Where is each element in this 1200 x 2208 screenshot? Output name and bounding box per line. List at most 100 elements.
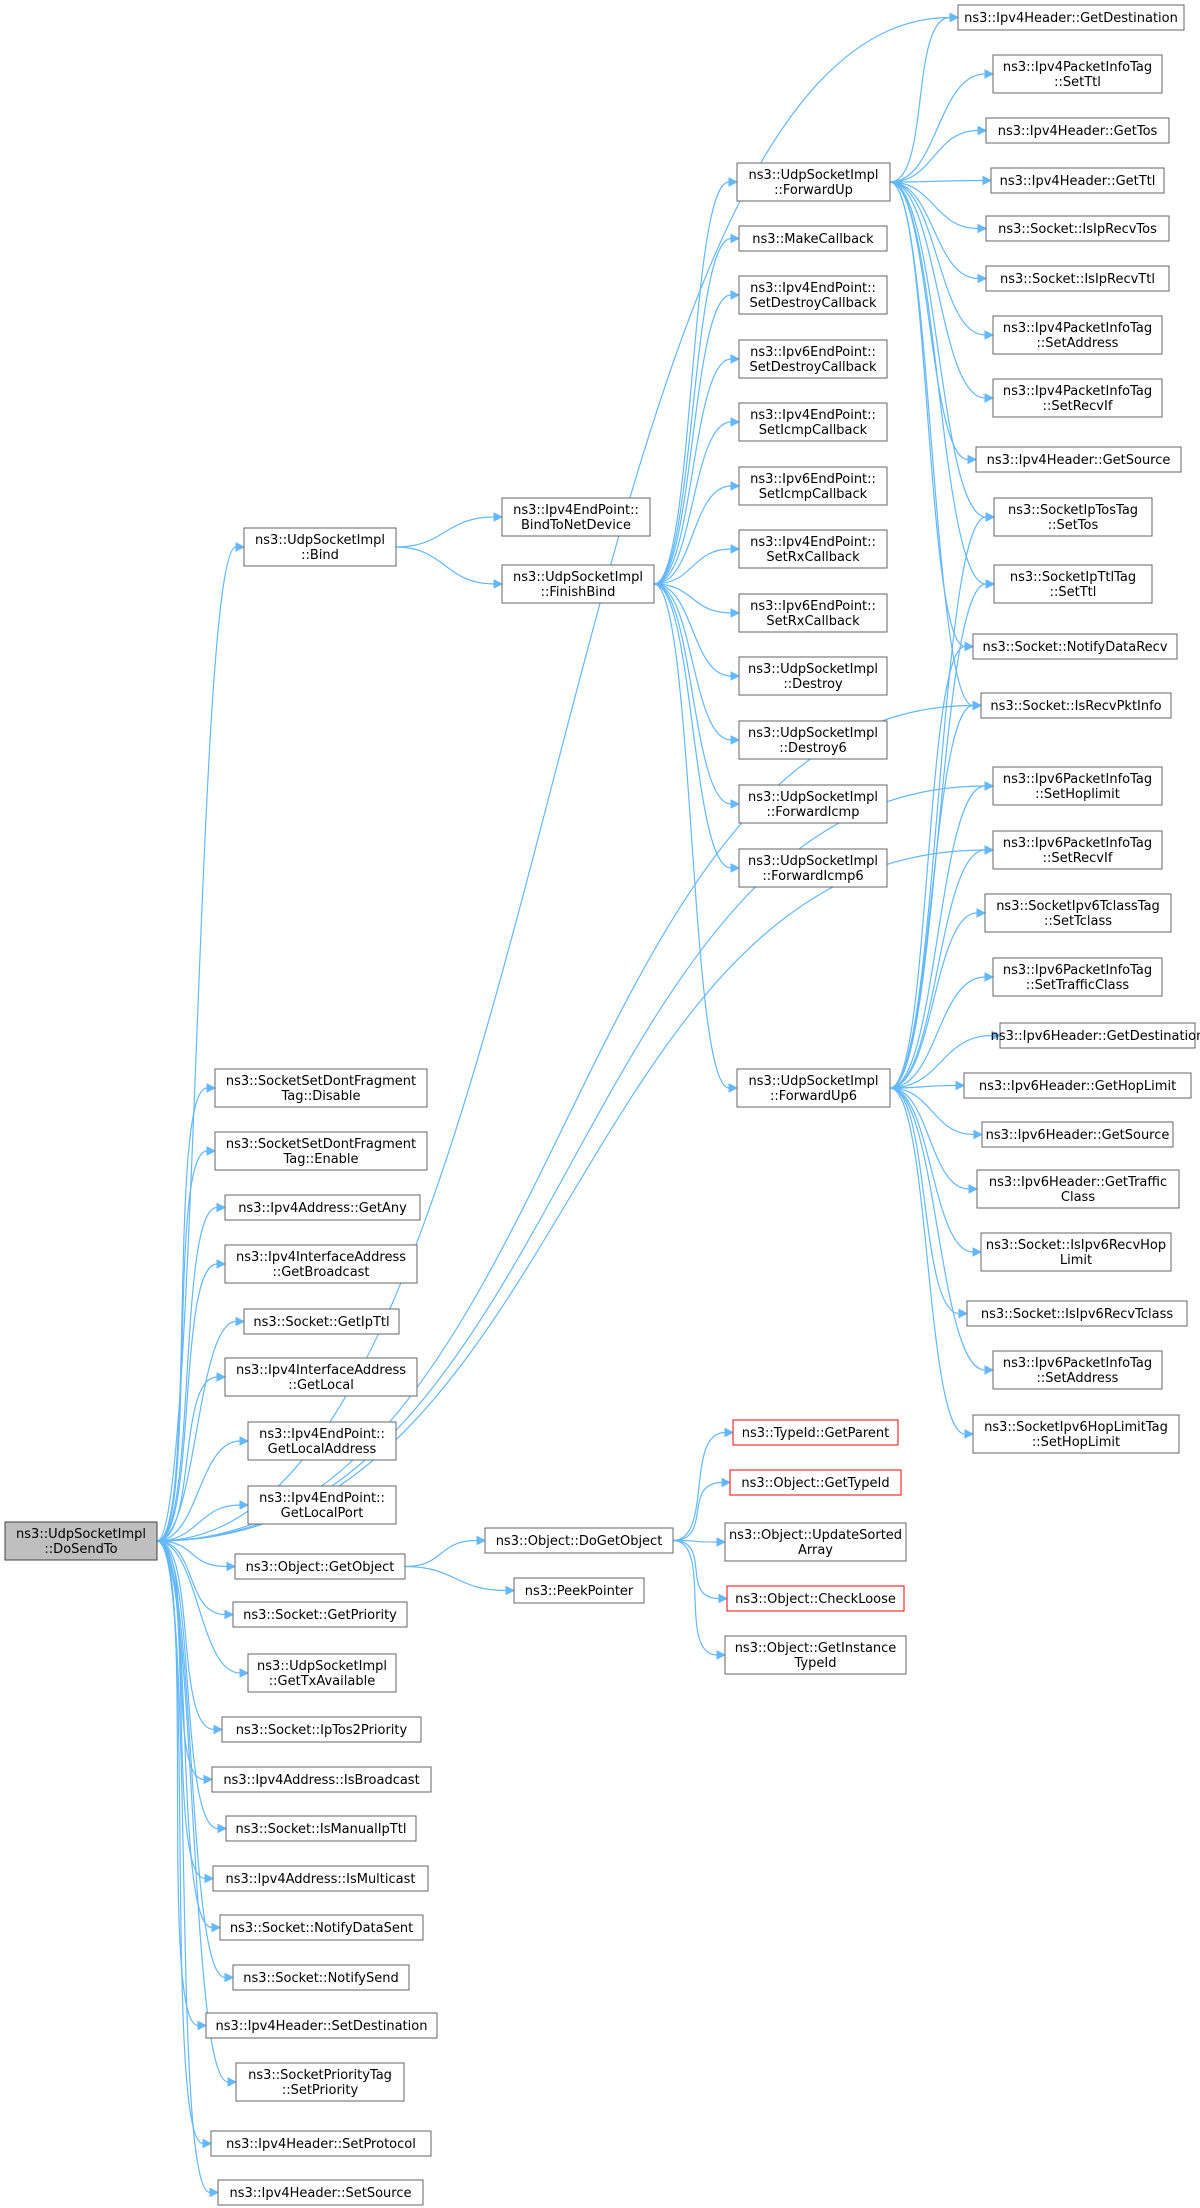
node-makecallback[interactable]: ns3::MakeCallback <box>738 225 888 252</box>
node-sock_notifysend[interactable]: ns3::Socket::NotifySend <box>232 1964 410 1991</box>
node-box[interactable] <box>966 1300 1188 1327</box>
node-box[interactable] <box>963 1072 1192 1099</box>
node-typeid_getparent[interactable]: ns3::TypeId::GetParent <box>732 1419 899 1446</box>
node-box[interactable] <box>247 1653 397 1693</box>
node-box[interactable] <box>976 1169 1180 1209</box>
node-finishbind[interactable]: ns3::UdpSocketImpl::FinishBind <box>501 564 655 604</box>
node-box[interactable] <box>972 1414 1180 1454</box>
node-ipv4pit_setttl[interactable]: ns3::Ipv4PacketInfoTag::SetTtl <box>992 54 1163 94</box>
node-ipv6ep_seticmp[interactable]: ns3::Ipv6EndPoint::SetIcmpCallback <box>738 466 888 506</box>
node-box[interactable] <box>992 957 1163 997</box>
node-ipv6pit_settrafficclass[interactable]: ns3::Ipv6PacketInfoTag::SetTrafficClass <box>992 957 1163 997</box>
node-siptostag_settos[interactable]: ns3::SocketIpTosTag::SetTos <box>993 497 1153 537</box>
node-box[interactable] <box>738 466 888 506</box>
node-box[interactable] <box>738 784 888 824</box>
node-box[interactable] <box>225 1815 417 1842</box>
node-box[interactable] <box>992 766 1163 806</box>
node-ipv4h_getsource[interactable]: ns3::Ipv4Header::GetSource <box>975 446 1182 473</box>
node-box[interactable] <box>247 1485 397 1525</box>
node-ipv4pit_setaddress[interactable]: ns3::Ipv4PacketInfoTag::SetAddress <box>992 315 1163 355</box>
node-ipv4h_setsource[interactable]: ns3::Ipv4Header::SetSource <box>217 2179 424 2206</box>
node-ipv4h_setdestination[interactable]: ns3::Ipv4Header::SetDestination <box>205 2012 438 2039</box>
node-box[interactable] <box>235 2062 405 2102</box>
node-sock_notifydatarecv[interactable]: ns3::Socket::NotifyDataRecv <box>972 633 1178 660</box>
node-sock_getipttl[interactable]: ns3::Socket::GetIpTtl <box>243 1308 400 1335</box>
node-box[interactable] <box>993 497 1153 537</box>
node-sock_isrecvpktinfo[interactable]: ns3::Socket::IsRecvPktInfo <box>980 692 1172 719</box>
node-box[interactable] <box>4 1521 158 1561</box>
node-box[interactable] <box>234 1553 406 1580</box>
node-box[interactable] <box>993 564 1153 604</box>
node-forwardicmp6[interactable]: ns3::UdpSocketImpl::ForwardIcmp6 <box>738 848 888 888</box>
node-box[interactable] <box>732 1419 899 1446</box>
node-box[interactable] <box>219 1914 424 1941</box>
node-ipv4addr_getany[interactable]: ns3::Ipv4Address::GetAny <box>224 1194 421 1221</box>
node-sock_ismanualipttl[interactable]: ns3::Socket::IsManualIpTtl <box>225 1815 417 1842</box>
node-box[interactable] <box>992 54 1163 94</box>
node-ipv4ep_setrx[interactable]: ns3::Ipv4EndPoint::SetRxCallback <box>738 529 888 569</box>
node-box[interactable] <box>224 1194 421 1221</box>
node-box[interactable] <box>992 830 1163 870</box>
node-ipv6pit_setrecvif[interactable]: ns3::Ipv6PacketInfoTag::SetRecvIf <box>992 830 1163 870</box>
node-box[interactable] <box>484 1527 674 1554</box>
node-ipv6h_getdest[interactable]: ns3::Ipv6Header::GetDestination <box>991 1022 1200 1049</box>
node-destroy6[interactable]: ns3::UdpSocketImpl::Destroy6 <box>738 720 888 760</box>
node-box[interactable] <box>738 339 888 379</box>
node-ipv4h_setprotocol[interactable]: ns3::Ipv4Header::SetProtocol <box>210 2130 432 2157</box>
node-box[interactable] <box>736 1068 891 1108</box>
node-box[interactable] <box>217 2179 424 2206</box>
node-box[interactable] <box>224 1244 418 1284</box>
node-box[interactable] <box>501 497 651 537</box>
node-ipv6ep_setdestroy[interactable]: ns3::Ipv6EndPoint::SetDestroyCallback <box>738 339 888 379</box>
node-box[interactable] <box>729 1469 902 1496</box>
node-box[interactable] <box>232 1964 410 1991</box>
node-ipv4ep_setdestroy[interactable]: ns3::Ipv4EndPoint::SetDestroyCallback <box>738 275 888 315</box>
node-ipv6pit_setaddress[interactable]: ns3::Ipv6PacketInfoTag::SetAddress <box>992 1350 1163 1390</box>
node-ipv6h_gethoplimit[interactable]: ns3::Ipv6Header::GetHopLimit <box>963 1072 1192 1099</box>
node-box[interactable] <box>990 167 1165 194</box>
node-box[interactable] <box>224 1357 418 1397</box>
node-box[interactable] <box>992 378 1163 418</box>
node-ipv6h_getsource[interactable]: ns3::Ipv6Header::GetSource <box>981 1121 1174 1148</box>
node-box[interactable] <box>980 692 1172 719</box>
node-box[interactable] <box>738 848 888 888</box>
node-box[interactable] <box>726 1585 905 1612</box>
node-obj_gettypeid[interactable]: ns3::Object::GetTypeId <box>729 1469 902 1496</box>
node-ipv4pit_setrecvif[interactable]: ns3::Ipv4PacketInfoTag::SetRecvIf <box>992 378 1163 418</box>
node-forwardup6[interactable]: ns3::UdpSocketImpl::ForwardUp6 <box>736 1068 891 1108</box>
node-box[interactable] <box>210 2130 432 2157</box>
node-sipv6hoplimit_sethoplimit[interactable]: ns3::SocketIpv6HopLimitTag::SetHopLimit <box>972 1414 1180 1454</box>
node-box[interactable] <box>214 1131 428 1171</box>
node-box[interactable] <box>972 633 1178 660</box>
node-destroy[interactable]: ns3::UdpSocketImpl::Destroy <box>738 656 888 696</box>
node-box[interactable] <box>985 265 1170 292</box>
node-box[interactable] <box>738 275 888 315</box>
node-box[interactable] <box>214 1068 428 1108</box>
node-obj_checkloose[interactable]: ns3::Object::CheckLoose <box>726 1585 905 1612</box>
node-box[interactable] <box>985 215 1170 242</box>
node-box[interactable] <box>738 225 888 252</box>
node-box[interactable] <box>738 529 888 569</box>
node-box[interactable] <box>999 1022 1196 1049</box>
node-obj_dogetobject[interactable]: ns3::Object::DoGetObject <box>484 1527 674 1554</box>
node-box[interactable] <box>724 1522 907 1562</box>
node-box[interactable] <box>501 564 655 604</box>
node-box[interactable] <box>985 117 1170 144</box>
node-forwardicmp[interactable]: ns3::UdpSocketImpl::ForwardIcmp <box>738 784 888 824</box>
node-forwardup[interactable]: ns3::UdpSocketImpl::ForwardUp <box>736 162 891 202</box>
node-sock_isiprecvtos[interactable]: ns3::Socket::IsIpRecvTos <box>985 215 1170 242</box>
node-box[interactable] <box>981 1121 1174 1148</box>
node-box[interactable] <box>738 402 888 442</box>
node-ipv6pit_sethoplimit[interactable]: ns3::Ipv6PacketInfoTag::SetHoplimit <box>992 766 1163 806</box>
node-box[interactable] <box>738 593 888 633</box>
node-box[interactable] <box>243 527 397 567</box>
node-sock_isiprecvttl[interactable]: ns3::Socket::IsIpRecvTtl <box>985 265 1170 292</box>
node-box[interactable] <box>738 720 888 760</box>
node-sipv6tclass_settclass[interactable]: ns3::SocketIpv6TclassTag::SetTclass <box>984 893 1172 933</box>
node-box[interactable] <box>205 2012 438 2039</box>
node-box[interactable] <box>211 1766 432 1793</box>
